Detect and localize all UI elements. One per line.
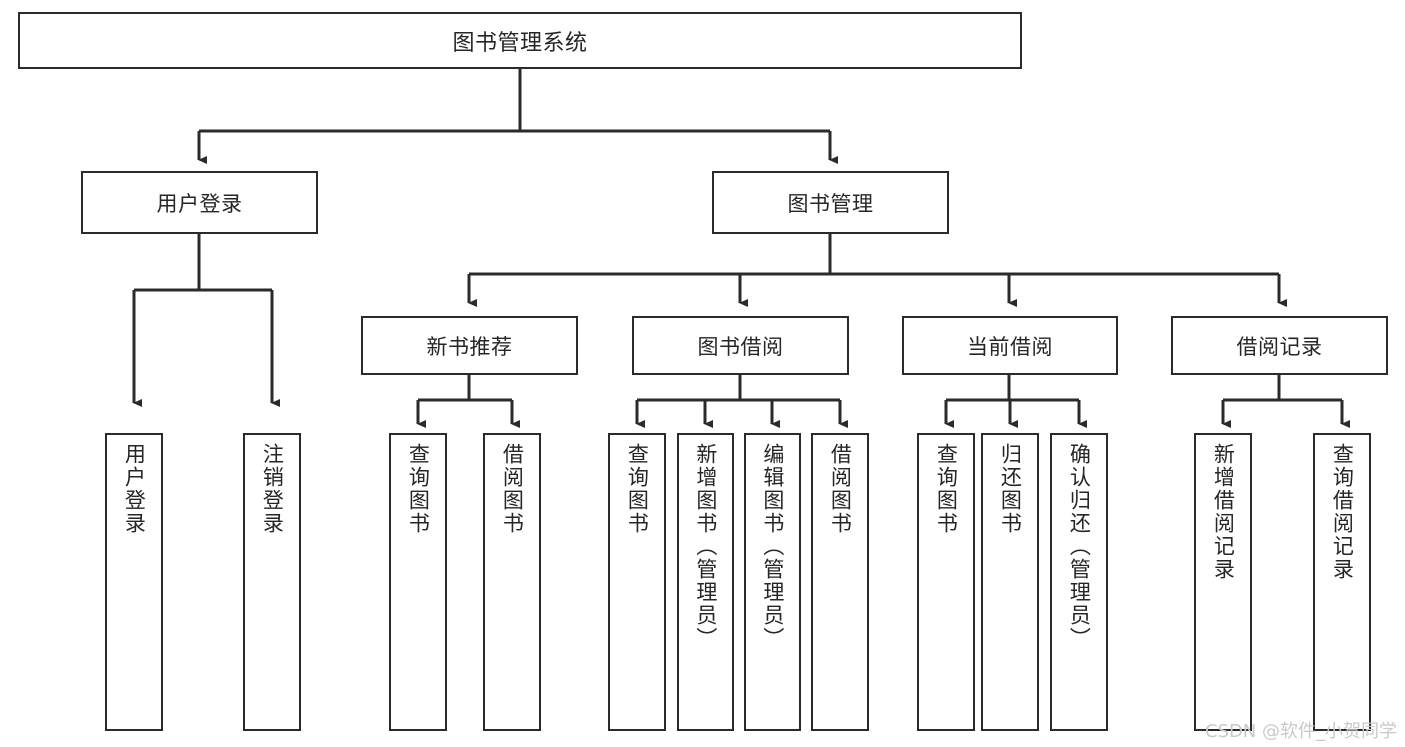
node-borrow-record[interactable]: 借阅记录: [1171, 316, 1388, 375]
leaf-borrow-query-book[interactable]: 查询图书: [608, 433, 666, 731]
leaf-user-login-logout-label: 注销登录: [260, 443, 285, 535]
node-book-borrow[interactable]: 图书借阅: [632, 316, 849, 375]
leaf-record-add[interactable]: 新增借阅记录: [1194, 433, 1252, 731]
leaf-new-book-query[interactable]: 查询图书: [389, 433, 447, 731]
leaf-borrow-edit-book-label: 编辑图书（管理员）: [760, 443, 785, 650]
node-current-borrow-label: 当前借阅: [967, 334, 1053, 359]
node-book-management[interactable]: 图书管理: [712, 171, 949, 234]
node-root-system-label: 图书管理系统: [452, 30, 588, 56]
node-new-book-recommend[interactable]: 新书推荐: [361, 316, 578, 375]
leaf-borrow-add-book-label: 新增图书（管理员）: [693, 443, 718, 650]
node-user-login-label: 用户登录: [156, 191, 243, 216]
leaf-current-confirm-return[interactable]: 确认归还（管理员）: [1050, 433, 1108, 731]
leaf-new-book-borrow[interactable]: 借阅图书: [483, 433, 541, 731]
leaf-current-confirm-return-label: 确认归还（管理员）: [1067, 443, 1092, 650]
leaf-current-query-book[interactable]: 查询图书: [917, 433, 975, 731]
node-book-management-label: 图书管理: [787, 191, 874, 216]
leaf-user-login-login[interactable]: 用户登录: [105, 433, 163, 731]
leaf-new-book-query-label: 查询图书: [406, 443, 431, 535]
node-root-system[interactable]: 图书管理系统: [18, 12, 1022, 69]
leaf-borrow-edit-book[interactable]: 编辑图书（管理员）: [744, 433, 801, 731]
leaf-borrow-add-book[interactable]: 新增图书（管理员）: [677, 433, 734, 731]
leaf-current-return-book[interactable]: 归还图书: [981, 433, 1039, 731]
leaf-user-login-login-label: 用户登录: [122, 443, 147, 535]
csdn-watermark: CSDN @软件_小贺同学: [1204, 721, 1397, 742]
leaf-record-query-label: 查询借阅记录: [1330, 443, 1355, 581]
leaf-borrow-borrow-book[interactable]: 借阅图书: [811, 433, 869, 731]
leaf-borrow-query-book-label: 查询图书: [625, 443, 650, 535]
leaf-current-query-book-label: 查询图书: [934, 443, 959, 535]
leaf-borrow-borrow-book-label: 借阅图书: [828, 443, 853, 535]
leaf-current-return-book-label: 归还图书: [998, 443, 1023, 535]
node-new-book-recommend-label: 新书推荐: [426, 334, 513, 359]
node-current-borrow[interactable]: 当前借阅: [902, 316, 1118, 375]
node-user-login[interactable]: 用户登录: [81, 171, 318, 234]
leaf-user-login-logout[interactable]: 注销登录: [243, 433, 301, 731]
leaf-record-add-label: 新增借阅记录: [1211, 443, 1236, 581]
leaf-record-query[interactable]: 查询借阅记录: [1313, 433, 1371, 731]
node-book-borrow-label: 图书借阅: [697, 334, 784, 359]
leaf-new-book-borrow-label: 借阅图书: [500, 443, 525, 535]
node-borrow-record-label: 借阅记录: [1236, 334, 1323, 359]
